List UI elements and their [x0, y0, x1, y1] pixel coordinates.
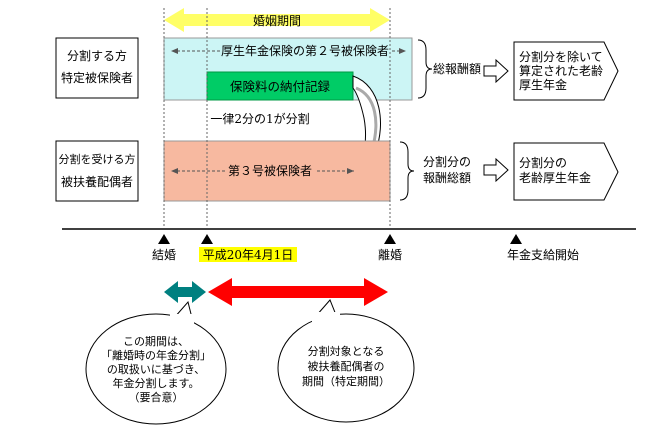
left-bubble-line-1: この期間は、: [123, 335, 189, 348]
right-bubble-line-2: 被扶養配偶者の: [308, 359, 385, 373]
employee-insured-label-bg: [220, 43, 390, 59]
result-bottom-line-2: 老齢厚生年金: [519, 170, 591, 185]
receiver-label-2: 被扶養配偶者: [61, 174, 133, 189]
premium-record-label: 保険料の納付記録: [230, 79, 331, 94]
marriage-period-label: 婚姻期間: [253, 13, 301, 28]
right-bubble-line-1: 分割対象となる: [308, 344, 385, 358]
type3-insured-label-bg: [225, 163, 315, 179]
left-bubble-line-5: （要合意）: [129, 390, 184, 404]
type3-insured-label: 第３号被保険者: [228, 164, 312, 178]
premium-record-band: [206, 71, 354, 101]
pension-start-label: 年金支給開始: [507, 247, 579, 262]
total-remuneration-label: 総報酬額: [433, 62, 481, 76]
splitter-box: [55, 37, 139, 99]
result-top-line-1: 分割分を除いて: [519, 49, 603, 64]
pension-start-marker: [510, 234, 522, 244]
teal-period-arrow: [164, 281, 206, 303]
divorce-marker: [384, 234, 396, 244]
top-brace: [417, 39, 433, 99]
result-top-line-3: 厚生年金: [519, 77, 567, 92]
right-bubble-line-3: 期間（特定期間）: [302, 374, 390, 388]
left-bubble-line-2: 「離婚時の年金分割」: [101, 348, 211, 362]
half-split-label: 一律2分の1が分割: [210, 111, 309, 126]
result-bottom-line-1: 分割分の: [519, 155, 567, 170]
right-bubble: [277, 299, 415, 423]
divorce-label: 離婚: [378, 248, 402, 262]
splitter-label-1: 分割する方: [67, 48, 127, 63]
receiver-box: [55, 140, 139, 202]
bottom-result-arrow: [483, 157, 509, 183]
bottom-brace: [399, 141, 415, 201]
split-total-label-1: 分割分の: [423, 154, 471, 169]
left-bubble: [85, 300, 227, 425]
marriage-label: 結婚: [152, 248, 176, 262]
result-top-box: [513, 41, 619, 101]
employee-insured-label: 厚生年金保険の第２号被保険者: [221, 43, 389, 58]
marriage-marker: [158, 234, 170, 244]
result-bottom-box: [513, 142, 619, 201]
left-bubble-line-3: の取扱いに基づき、: [107, 362, 205, 376]
splitter-label-2: 特定被保険者: [61, 70, 133, 85]
date-marker: [201, 234, 213, 244]
split-total-label-2: 報酬総額: [423, 171, 471, 185]
result-top-line-2: 算定された老齢: [519, 63, 603, 78]
red-period-arrow: [208, 278, 388, 306]
receiver-label-1: 分割を受ける方: [59, 152, 136, 166]
date-highlight-bg: [199, 247, 297, 262]
marriage-period-arrow: [164, 8, 390, 32]
left-bubble-line-4: 年金分割します。: [113, 376, 200, 390]
date-label: 平成20年4月1日: [203, 248, 294, 262]
top-result-arrow: [483, 58, 509, 84]
